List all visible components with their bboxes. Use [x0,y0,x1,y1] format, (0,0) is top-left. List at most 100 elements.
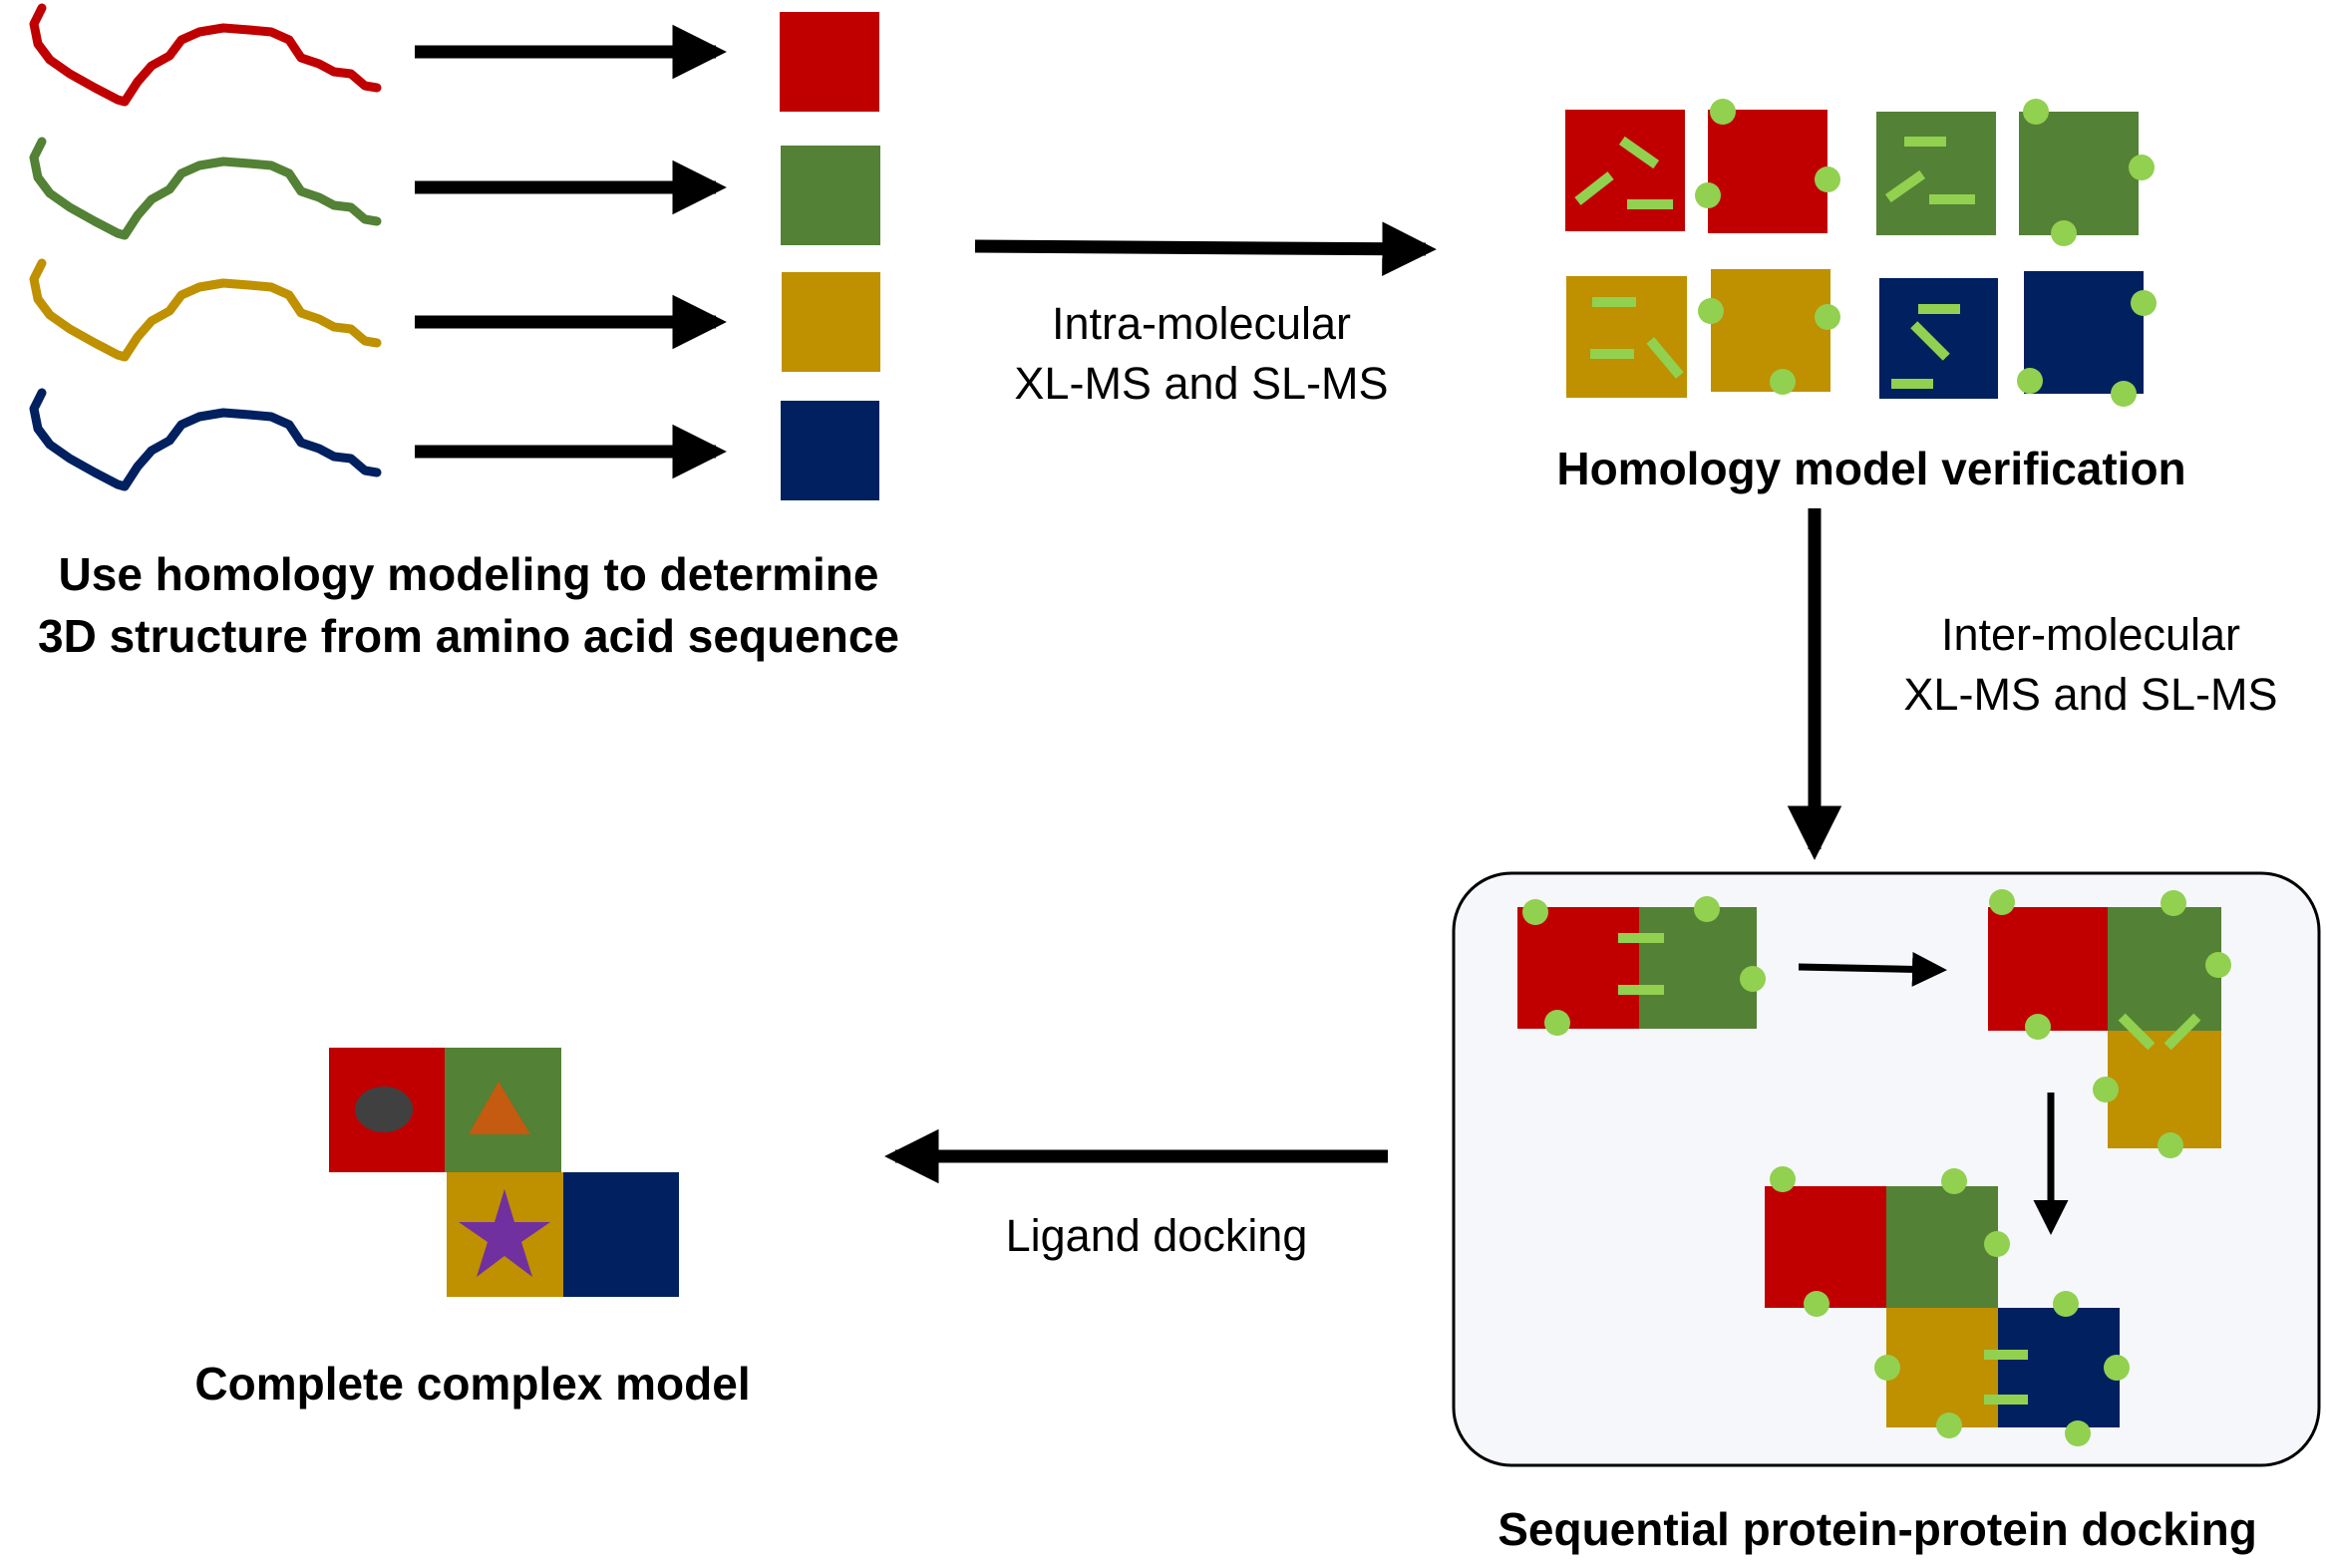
verification-blocks [1565,99,2157,407]
intra-molecular-label-line2: XL-MS and SL-MS [1014,358,1388,409]
modeling-arrows [415,24,727,479]
step1-caption-line2: 3D structure from amino acid sequence [38,610,899,662]
docking-stage-2 [1988,889,2231,1158]
surface-label-dot [1936,1412,1962,1438]
surface-label-dot [1544,1010,1570,1036]
surface-label-dot [1815,304,1840,330]
surface-label-dot [1522,899,1548,925]
red-sequence-strand [29,3,382,107]
crosslink-bar [1910,321,1950,361]
surface-label-dot [1989,889,2015,915]
gold-crosslink-block [1566,276,1687,398]
surface-label-dot [1710,99,1736,125]
docked-green-block [1886,1186,1998,1308]
surface-label-dot [2131,290,2157,316]
surface-label-dot [2051,220,2077,246]
surface-label-dot [2017,368,2043,394]
navy-surface-label-block [2024,271,2144,394]
step1-caption-line1: Use homology modeling to determine [59,548,879,600]
crosslink-bar [2118,1013,2156,1051]
ligand-docking-label: Ligand docking [1006,1210,1308,1261]
surface-label-dot [2111,381,2137,407]
docked-gold-block [1886,1308,1998,1427]
surface-label-dot [2025,1014,2051,1040]
docked-green-block [1639,907,1757,1029]
crosslink-bar [1891,379,1933,389]
crosslink-bar [1884,169,1926,203]
surface-label-dot [1694,896,1720,922]
surface-label-dot [1815,166,1840,192]
crosslink-bar [1646,337,1684,379]
gold-model-block [782,272,880,372]
green-crosslink-block [1876,112,1996,235]
surface-label-dot [2023,99,2049,125]
surface-label-dot [1698,298,1724,324]
surface-label-dot [2129,155,2155,180]
surface-label-dot [1804,1291,1829,1317]
complex-navy-block [563,1172,679,1297]
navy-model-block [781,401,879,500]
sequence-strands [29,3,382,491]
gold-surface-label-block [1711,269,1830,392]
ligand-star-shape [459,1189,550,1277]
green-model-block [781,146,880,245]
docking-stage-1 [1517,896,1766,1036]
surface-label-dot [1770,1166,1796,1192]
crosslink-bar [1592,297,1636,307]
green-surface-label-block [2019,112,2139,235]
crosslink-bar [1618,136,1660,169]
crosslink-bar [1574,171,1614,205]
step3-caption: Sequential protein-protein docking [1497,1503,2257,1555]
crosslink-bar [1984,1395,2028,1405]
crosslink-bar [2163,1013,2201,1051]
inter-molecular-label-line1: Inter-molecular [1941,609,2240,660]
surface-label-dot [1941,1168,1967,1194]
crosslink-bar [1618,933,1664,943]
intra-molecular-label-line1: Intra-molecular [1052,298,1351,349]
intra-molecular-arrow [974,221,1437,277]
docking-stage-3 [1765,1166,2130,1446]
navy-sequence-strand [29,388,382,491]
docking-arrow-horizontal [1798,951,1947,987]
surface-label-dot [1770,369,1796,395]
docked-red-block [1517,907,1639,1029]
green-sequence-strand [29,137,382,240]
surface-label-dot [2160,890,2186,916]
crosslink-bar [1918,304,1960,314]
red-model-block [780,12,879,112]
crosslink-bar [1618,985,1664,995]
docked-gold-block [2108,1031,2221,1148]
surface-label-dot [2158,1132,2183,1158]
surface-label-dot [2053,1291,2079,1317]
surface-label-dot [2065,1420,2091,1446]
gold-sequence-strand [29,258,382,362]
crosslink-bar [1904,137,1946,147]
homology-model-blocks [780,12,880,500]
crosslink-bar [1627,199,1673,209]
ligand-ellipse-shape [355,1087,413,1132]
docked-navy-block [1998,1308,2120,1427]
surface-label-dot [2104,1355,2130,1381]
step2-caption: Homology model verification [1556,443,2185,494]
complete-complex [329,1048,679,1297]
step4-caption: Complete complex model [194,1358,750,1410]
surface-label-dot [2093,1077,2119,1102]
crosslink-bar [1590,349,1634,359]
crosslink-bar [1929,194,1975,204]
navy-crosslink-block [1879,278,1998,399]
docked-green-block [2108,907,2221,1031]
surface-label-dot [1695,182,1721,208]
surface-label-dot [1740,966,1766,992]
inter-molecular-label-line2: XL-MS and SL-MS [1903,669,2277,720]
crosslink-bar [1984,1350,2028,1360]
surface-label-dot [1984,1231,2010,1257]
red-surface-label-block [1708,110,1828,233]
ligand-triangle-shape [469,1082,530,1134]
surface-label-dot [1874,1355,1900,1381]
red-crosslink-block [1565,110,1685,231]
surface-label-dot [2205,952,2231,978]
docked-red-block [1765,1186,1886,1308]
docked-red-block [1988,907,2108,1031]
